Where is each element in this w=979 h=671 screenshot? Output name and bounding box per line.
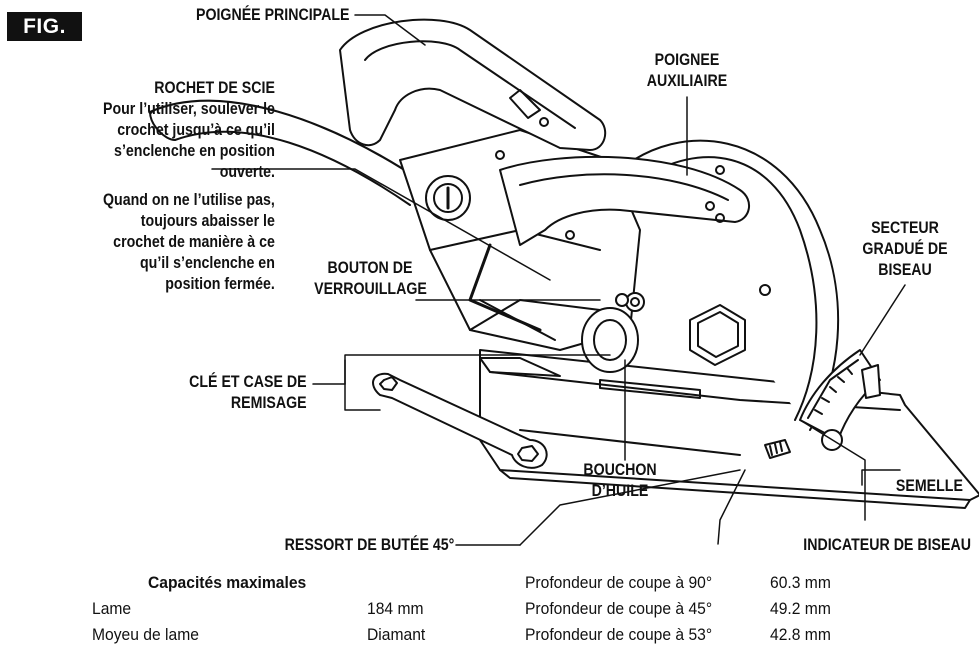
callout-lock-button: BOUTON DE VERROUILLAGE [314,259,427,298]
spec-value: 49.2 mm [770,599,831,618]
spec-label: Profondeur de coupe à 45° [525,599,713,618]
main-handle-shape [339,18,607,160]
spec-label: Profondeur de coupe à 53° [525,625,713,644]
base-shoe [479,349,979,509]
figure-badge: FIG. 1A [7,12,82,67]
callout-shoe: SEMELLE [895,477,963,495]
lock-knob [615,293,746,366]
spec-label: Profondeur de coupe à 90° [525,573,713,592]
callout-oil-plug: BOUCHON D’HUILE [583,461,657,500]
callout-bevel-scale: SECTEUR GRADUÉ DE BISEAU [862,219,948,279]
wrench-shape [372,372,548,469]
spec-value: 42.8 mm [770,625,831,644]
callout-stop-spring: RESSORT DE BUTÉE 45° [284,536,454,554]
callout-aux-handle: POIGNEE AUXILIAIRE [646,51,728,90]
callout-bevel-indicator: INDICATEUR DE BISEAU [803,536,971,554]
aux-handle-shape [499,155,750,246]
specs-row-3: Moyeu de lame Diamant Profondeur de coup… [0,622,979,648]
spec-value: 184 mm [367,599,424,618]
spec-value: Diamant [367,625,426,644]
leader-lines [211,14,906,546]
callout-wrench-storage: CLÉ ET CASE DE REMISAGE [189,373,307,412]
circular-saw-illustration [148,14,979,546]
spec-value: 60.3 mm [770,573,831,592]
spec-label: Moyeu de lame [92,625,199,644]
specs-heading: Capacités maximales [148,573,307,592]
callout-saw-hook: ROCHET DE SCIE Pour l’utiliser, soulever… [103,79,276,181]
callout-saw-hook-note: Quand on ne l’utilise pas, toujours abai… [103,191,275,293]
spec-label: Lame [92,599,132,618]
specs-row-2: Lame 184 mm Profondeur de coupe à 45° 49… [0,596,979,622]
callout-main-handle: POIGNÉE PRINCIPALE [195,6,349,24]
specs-row-1: Capacités maximales Profondeur de coupe … [0,570,979,596]
